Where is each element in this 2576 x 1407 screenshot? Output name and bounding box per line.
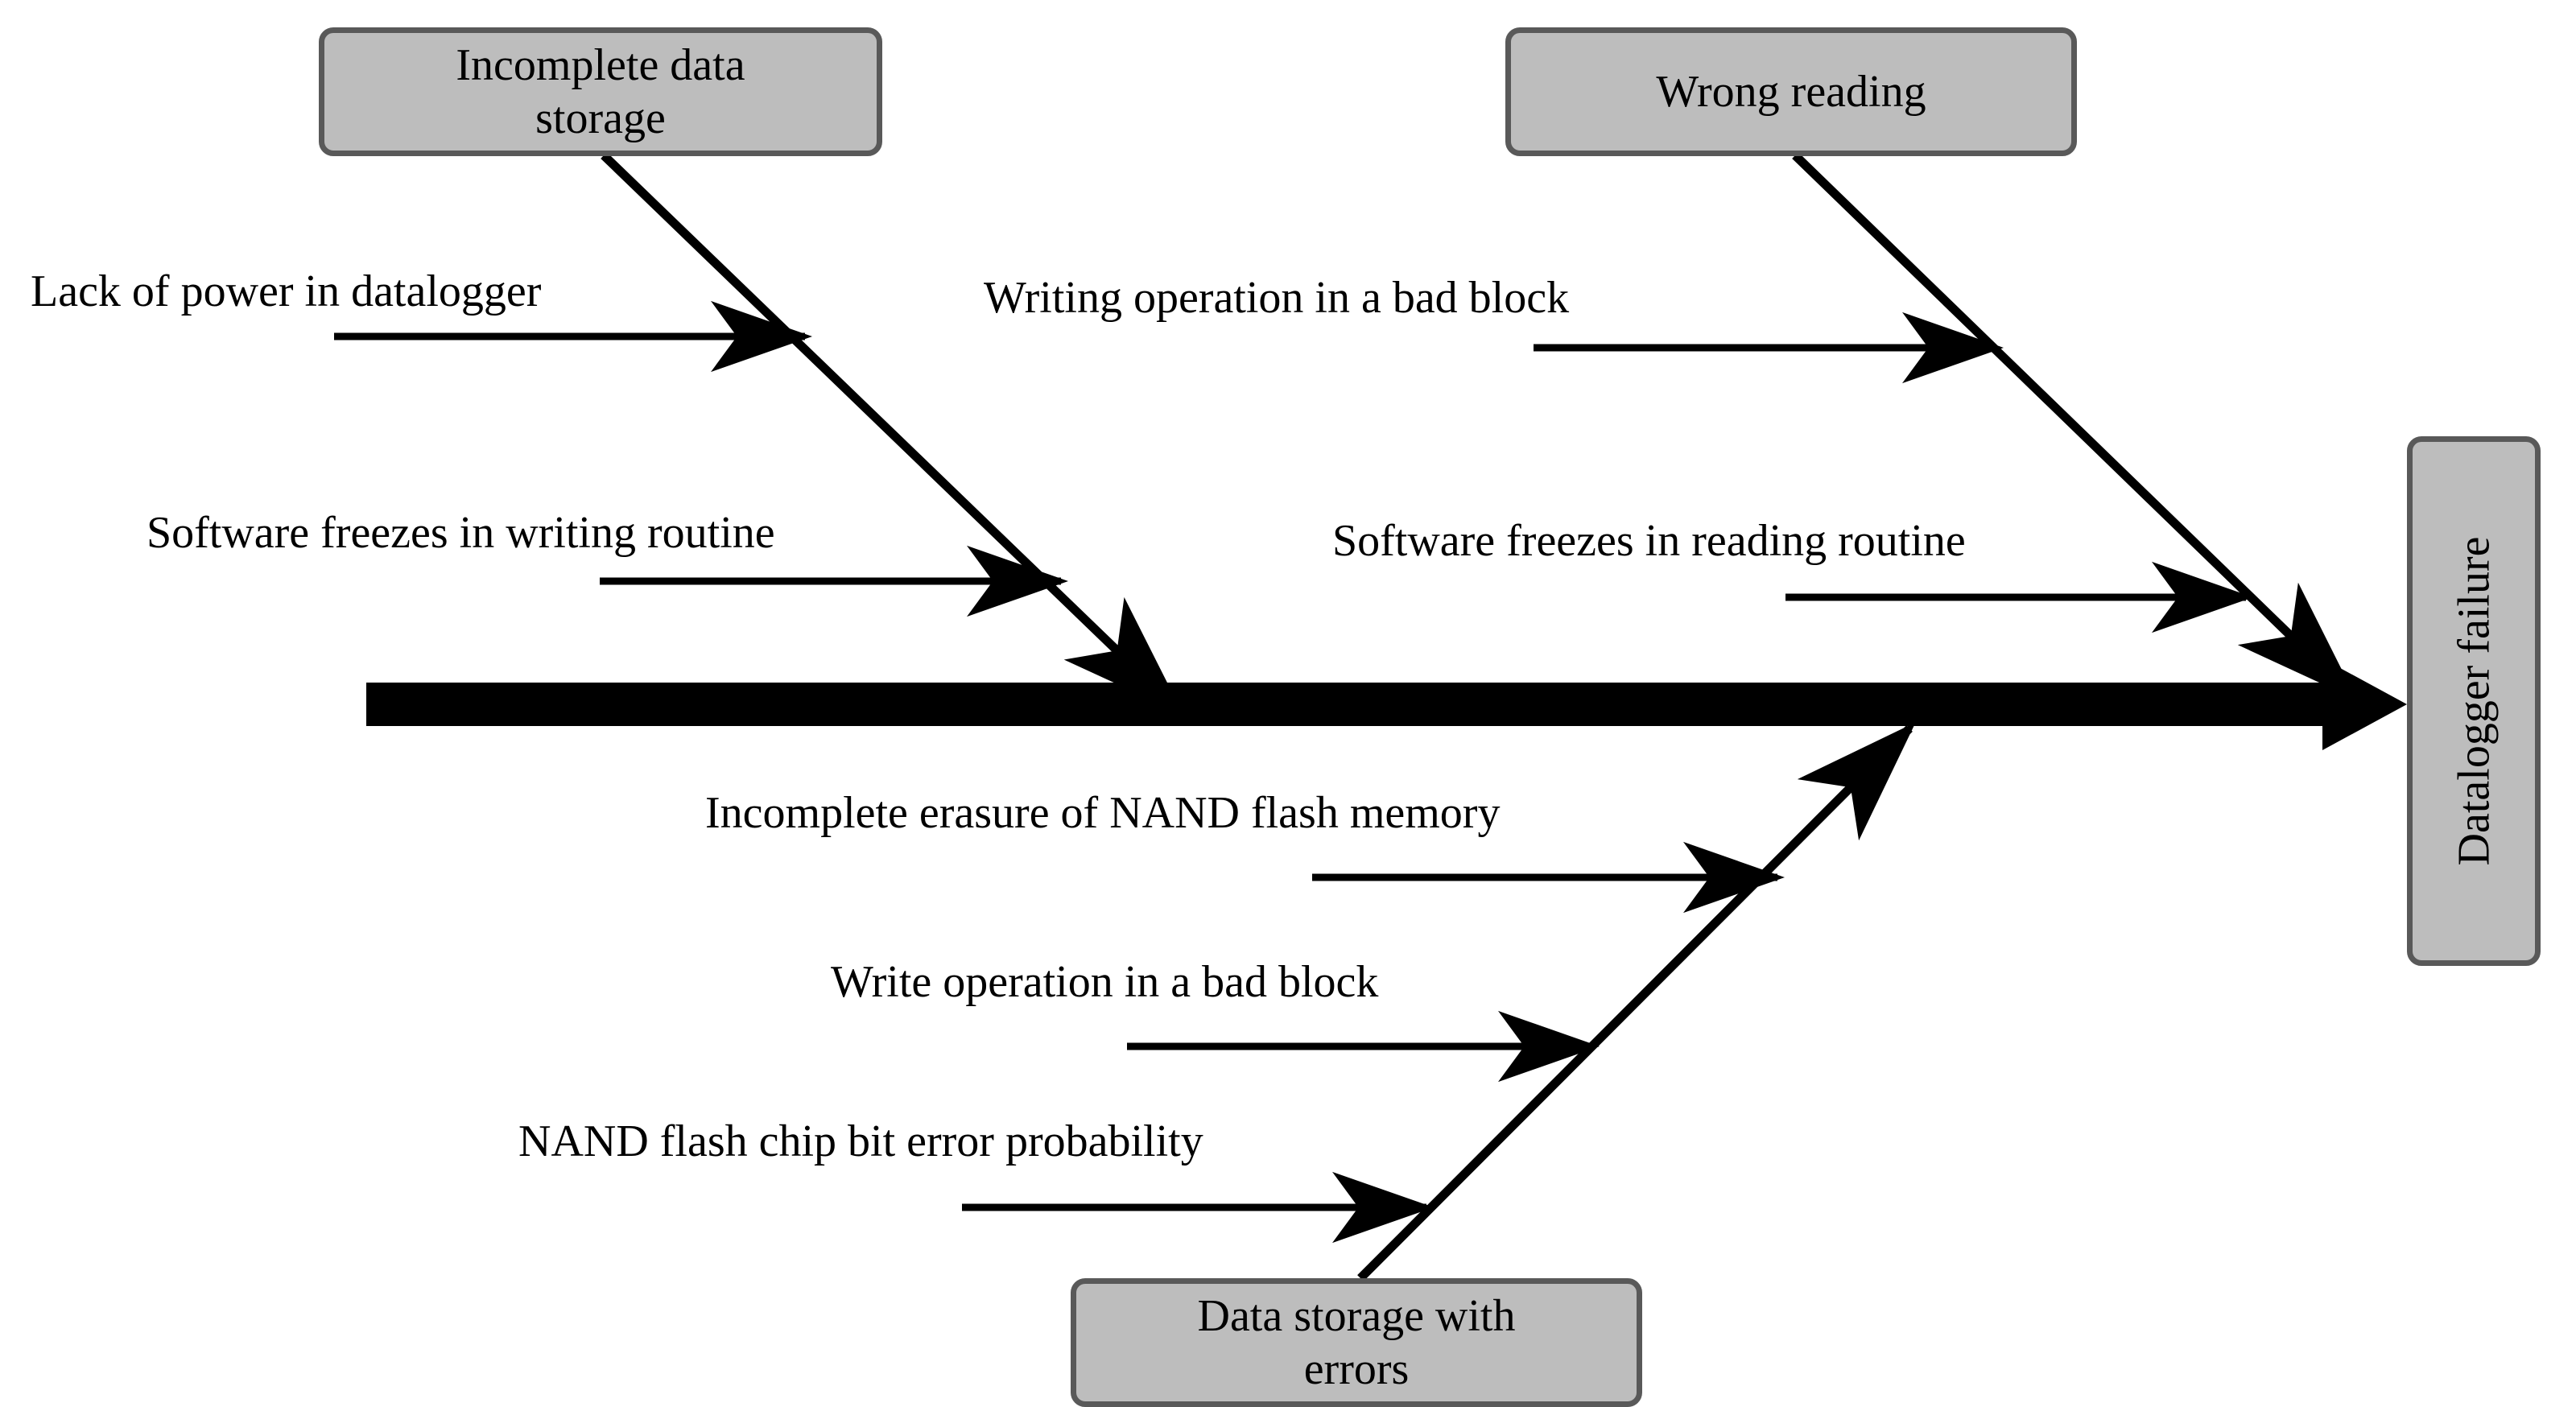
category-label-line2: storage	[535, 93, 666, 143]
category-box-incomplete-data-storage[interactable]: Incomplete data storage	[319, 27, 882, 156]
effect-box-datalogger-failure[interactable]: Datalogger failure	[2407, 436, 2541, 966]
effect-label: Datalogger failure	[2449, 536, 2499, 866]
category-box-data-storage-with-errors[interactable]: Data storage with errors	[1071, 1278, 1642, 1407]
cause-label-nand-bit-error: NAND flash chip bit error probability	[518, 1116, 1203, 1166]
cause-label-write-operation-bad-block: Write operation in a bad block	[831, 957, 1379, 1007]
cause-label-writing-operation-bad-block: Writing operation in a bad block	[984, 273, 1570, 323]
bone-line-data-storage-with-errors	[1357, 722, 1916, 1281]
category-label-line1: Data storage with	[1197, 1290, 1516, 1341]
spine-arrow	[366, 658, 2407, 750]
category-label-line1: Incomplete data	[456, 39, 745, 90]
cause-label-incomplete-erasure: Incomplete erasure of NAND flash memory	[705, 788, 1501, 838]
bone-line-incomplete-data-storage	[601, 152, 1183, 715]
cause-label-software-freezes-writing: Software freezes in writing routine	[147, 508, 775, 558]
category-box-wrong-reading[interactable]: Wrong reading	[1505, 27, 2077, 156]
category-label-line2: errors	[1303, 1344, 1410, 1394]
bone-line-wrong-reading	[1792, 152, 2357, 700]
category-label-line1: Wrong reading	[1656, 66, 1926, 117]
cause-label-lack-of-power: Lack of power in datalogger	[31, 266, 542, 316]
cause-label-software-freezes-reading: Software freezes in reading routine	[1332, 516, 1966, 566]
